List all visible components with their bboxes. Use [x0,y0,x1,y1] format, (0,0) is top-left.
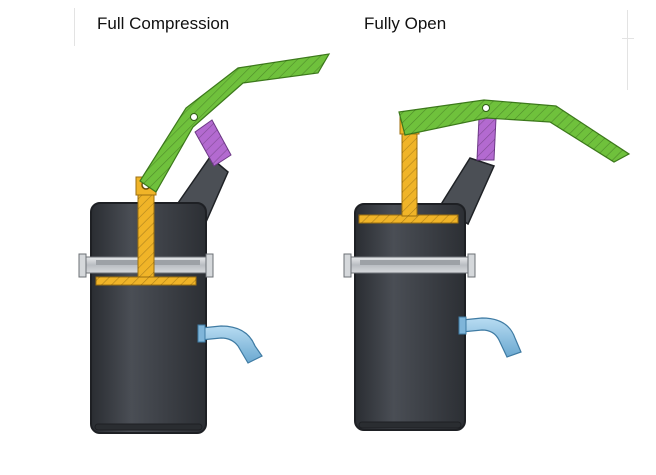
right-edge-line [627,10,628,90]
assembly-fully-open [343,99,631,431]
right-edge-tick [622,38,634,39]
caption-full-compression: Full Compression [97,14,230,33]
outlet-tube [197,324,263,364]
outlet-tube [458,316,522,358]
lever [398,99,631,163]
clamp-band [343,253,476,278]
caption-fully-open: Fully Open [364,14,447,33]
spring [476,117,497,161]
assembly-full-compression [78,53,331,434]
pump-body [354,203,466,431]
left-edge-line [74,8,75,46]
lever [139,53,331,193]
spring [194,119,232,167]
